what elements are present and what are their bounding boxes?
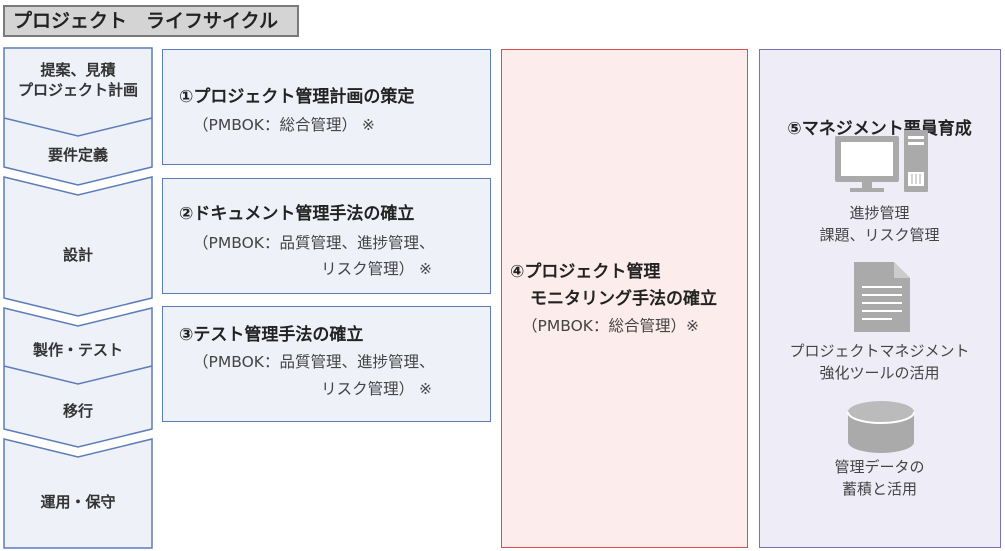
- item1-box: ①プロジェクト管理計画の策定 （PMBOK：総合管理） ※: [162, 49, 491, 165]
- document-icon: [854, 262, 910, 332]
- lifecycle-title: プロジェクト ライフサイクル: [3, 5, 299, 37]
- item3-sub2: リスク管理） ※: [321, 380, 432, 398]
- phase-shape-build-migrate: [3, 307, 153, 448]
- phase-proposal-line1: 提案、見積: [40, 61, 116, 79]
- item2-box: ②ドキュメント管理手法の確立 （PMBOK：品質管理、進捗管理、 リスク管理） …: [162, 178, 491, 294]
- item4-title1: ④プロジェクト管理: [510, 262, 661, 282]
- item4-box: ④プロジェクト管理 モニタリング手法の確立 （PMBOK：総合管理）※: [501, 49, 748, 548]
- item5-block1-line1: 進捗管理: [849, 204, 910, 222]
- phase-divider-migration: [3, 365, 153, 385]
- item2-sub2: リスク管理） ※: [321, 260, 432, 278]
- item2-sub1: （PMBOK：品質管理、進捗管理、: [193, 234, 435, 252]
- item5-block3-line1: 管理データの: [834, 458, 925, 476]
- item5-box: ⑤マネジメント要員育成 進捗管理 課題、リスク管理 プロジェクトマネジメント 強…: [759, 49, 1001, 548]
- item2-title: ②ドキュメント管理手法の確立: [179, 204, 415, 224]
- phase-proposal-line2: プロジェクト計画: [17, 81, 138, 99]
- phase-design: 設計: [62, 246, 93, 264]
- phase-divider-requirements: [3, 117, 153, 137]
- item3-box: ③テスト管理手法の確立 （PMBOK：品質管理、進捗管理、 リスク管理） ※: [162, 306, 491, 422]
- item3-title: ③テスト管理手法の確立: [179, 325, 364, 345]
- item5-block3-line2: 蓄積と活用: [841, 480, 917, 498]
- item5-block2-line1: プロジェクトマネジメント: [789, 342, 970, 360]
- phase-shape-proposal: [3, 47, 153, 186]
- database-icon: [847, 401, 915, 453]
- item4-title2: モニタリング手法の確立: [530, 289, 717, 309]
- phase-proposal: 提案、見積 プロジェクト計画: [4, 60, 152, 100]
- item5-block1-line2: 課題、リスク管理: [819, 226, 940, 244]
- phase-operation: 運用・保守: [40, 493, 116, 511]
- item1-title: ①プロジェクト管理計画の策定: [179, 87, 415, 107]
- lifecycle-arrows: [3, 47, 153, 549]
- phase-shape-design: [3, 176, 153, 317]
- phase-requirements: 要件定義: [47, 146, 108, 164]
- computer-icon: [835, 130, 928, 192]
- phase-migration: 移行: [62, 402, 93, 420]
- phase-shape-operation: [3, 438, 153, 549]
- item4-sub: （PMBOK：総合管理）※: [522, 317, 699, 335]
- phase-build-test: 製作・テスト: [32, 341, 123, 359]
- item5-block2-line2: 強化ツールの活用: [819, 364, 940, 382]
- item3-sub1: （PMBOK：品質管理、進捗管理、: [193, 353, 435, 371]
- item1-sub: （PMBOK：総合管理） ※: [193, 116, 375, 134]
